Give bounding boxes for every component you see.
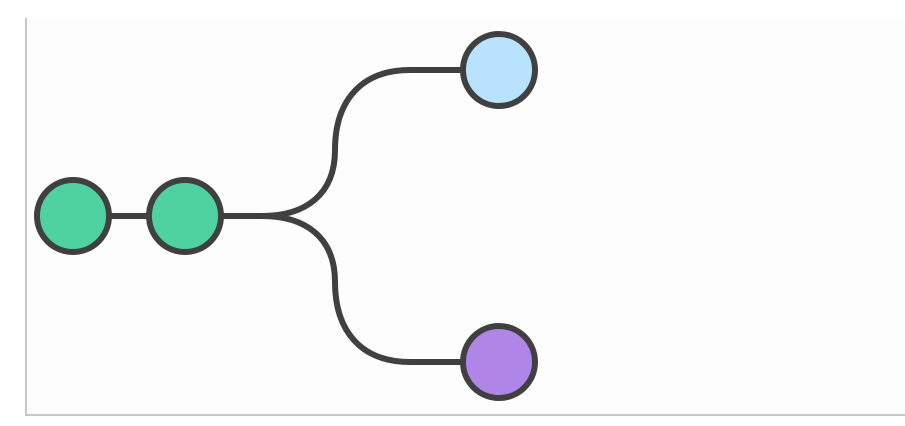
commit-node-2 — [146, 177, 224, 255]
edge-branch-bottom — [220, 213, 464, 365]
commit-node-1 — [34, 177, 112, 255]
commit-node-bottom-branch — [460, 323, 538, 401]
commit-node-top-branch — [460, 31, 538, 109]
edge-branch-top — [220, 67, 464, 219]
